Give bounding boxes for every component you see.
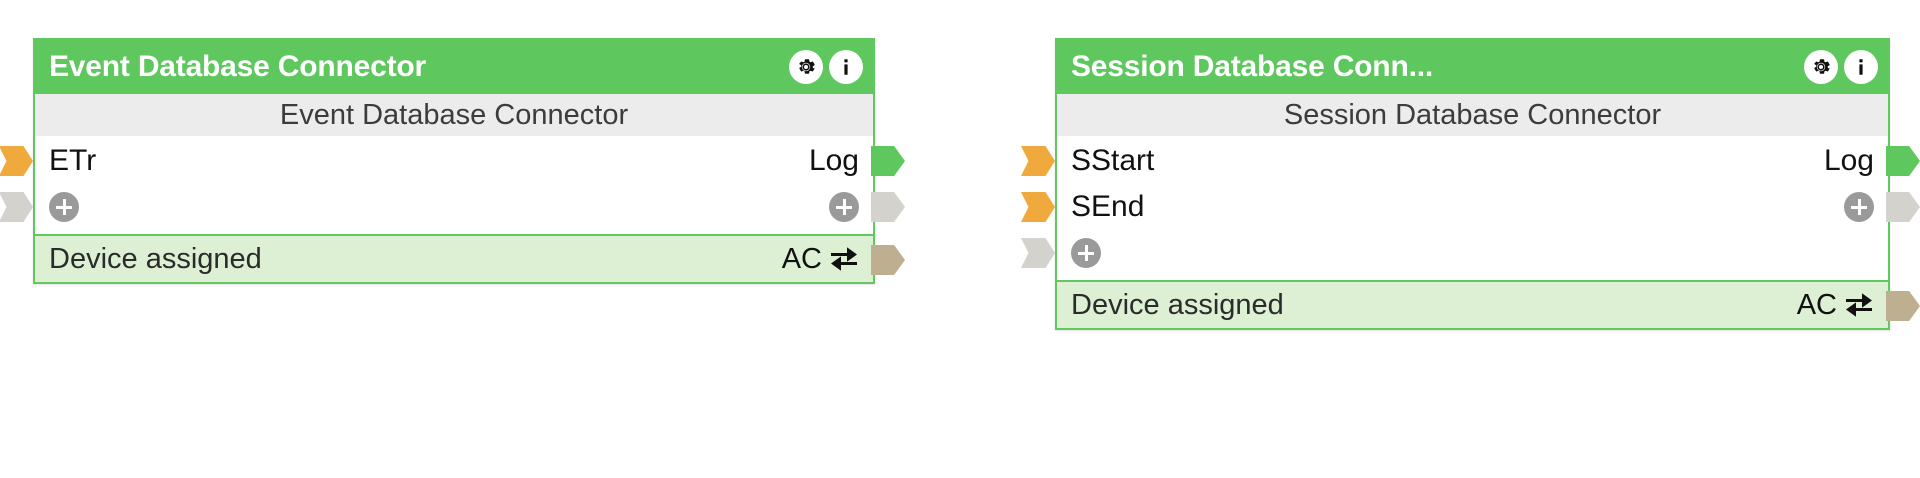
input-port-connector-send[interactable] <box>1021 192 1055 222</box>
output-port-connector-log[interactable] <box>871 146 905 176</box>
node-title: Session Database Conn... <box>1071 52 1433 82</box>
input-port-connector-empty[interactable] <box>0 192 33 222</box>
add-input-port-button[interactable] <box>49 192 79 222</box>
output-port-connector-ac[interactable] <box>1886 291 1920 321</box>
node-header-actions <box>1804 50 1878 84</box>
port-row: ETr Log <box>0 138 905 184</box>
node-ports: SStart Log SEnd <box>1021 136 1920 280</box>
output-port-connector-empty[interactable] <box>871 192 905 222</box>
swap-icon[interactable] <box>1844 291 1874 319</box>
info-icon[interactable] <box>1844 50 1878 84</box>
port-row: SEnd <box>1021 184 1920 230</box>
node-header-actions <box>789 50 863 84</box>
port-row: SStart Log <box>1021 138 1920 184</box>
node-subtitle: Session Database Connector <box>1057 94 1888 136</box>
node-subtitle: Event Database Connector <box>35 94 873 136</box>
device-assigned-value: AC <box>781 242 822 275</box>
input-port-label: ETr <box>49 144 97 177</box>
add-output-port-button[interactable] <box>829 192 859 222</box>
device-assigned-value-group: AC <box>1796 288 1874 321</box>
output-port-label: Log <box>808 144 859 177</box>
port-row <box>0 184 905 230</box>
node-ports: ETr Log <box>0 136 905 234</box>
input-port-connector-etr[interactable] <box>0 146 33 176</box>
node-header[interactable]: Session Database Conn... <box>1057 40 1888 94</box>
device-assigned-value-group: AC <box>781 242 859 275</box>
node-title: Event Database Connector <box>49 52 426 82</box>
output-port-connector-ac[interactable] <box>871 245 905 275</box>
output-port-connector-log[interactable] <box>1886 146 1920 176</box>
node-header[interactable]: Event Database Connector <box>35 40 873 94</box>
output-port-connector-empty[interactable] <box>1886 192 1920 222</box>
add-input-port-button[interactable] <box>1071 238 1101 268</box>
info-icon[interactable] <box>829 50 863 84</box>
device-assigned-label: Device assigned <box>1071 288 1284 321</box>
device-assigned-label: Device assigned <box>49 242 262 275</box>
device-assigned-value: AC <box>1796 288 1837 321</box>
device-assigned-row[interactable]: Device assigned AC <box>35 234 905 282</box>
input-port-connector-empty[interactable] <box>1021 238 1055 268</box>
add-output-port-button[interactable] <box>1844 192 1874 222</box>
node-session-database-connector[interactable]: Session Database Conn... Session Databas… <box>1021 38 1920 330</box>
port-row <box>1021 230 1888 276</box>
input-port-label: SEnd <box>1071 190 1145 223</box>
input-port-label: SStart <box>1071 144 1155 177</box>
node-event-database-connector[interactable]: Event Database Connector Event Database … <box>0 38 905 284</box>
input-port-connector-sstart[interactable] <box>1021 146 1055 176</box>
device-assigned-row[interactable]: Device assigned AC <box>1057 280 1920 328</box>
swap-icon[interactable] <box>829 245 859 273</box>
output-port-label: Log <box>1823 144 1874 177</box>
gear-icon[interactable] <box>1804 50 1838 84</box>
gear-icon[interactable] <box>789 50 823 84</box>
